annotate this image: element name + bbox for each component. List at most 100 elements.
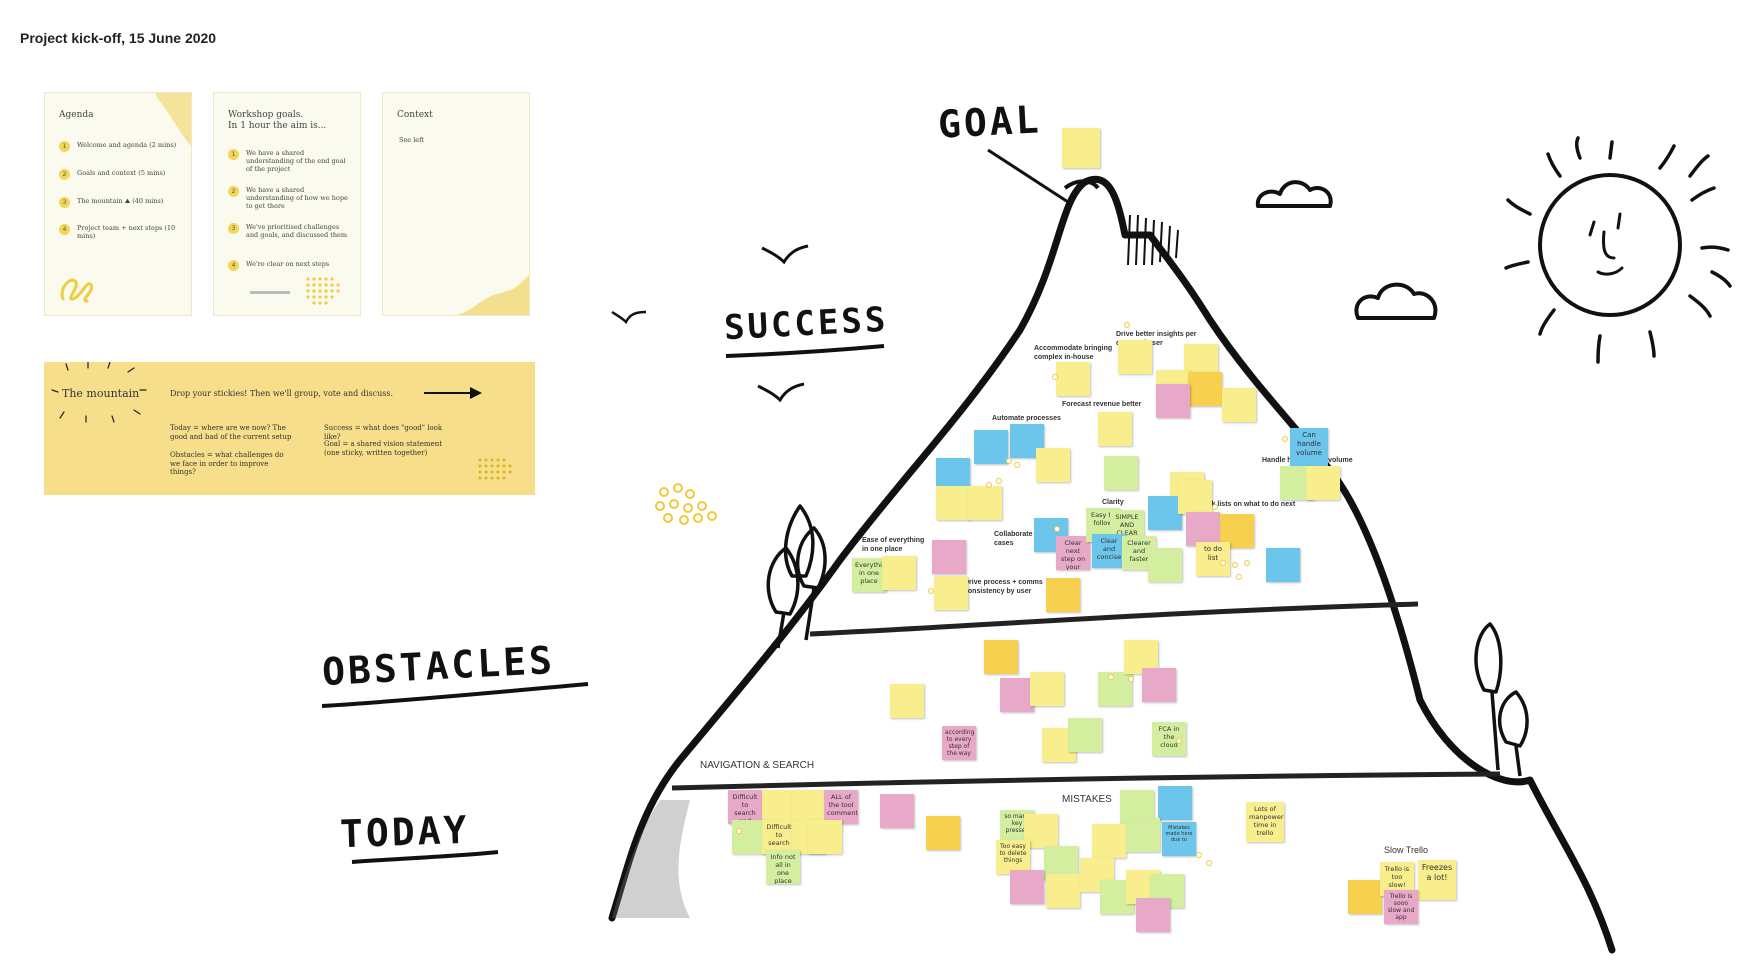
sticky-note[interactable]: Too easy to delete things — [996, 840, 1030, 874]
success-group-header: Clarity — [1102, 499, 1124, 506]
sticky-note[interactable]: Clear next step on your case — [1056, 536, 1090, 570]
sticky-note[interactable] — [1046, 578, 1080, 612]
sticky-note[interactable]: Difficult to search and filter — [728, 790, 762, 824]
sticky-note[interactable]: Freezes a lot! — [1418, 860, 1456, 900]
sticky-note[interactable] — [968, 486, 1002, 520]
vote-dot — [928, 588, 934, 594]
sticky-note[interactable] — [1188, 372, 1222, 406]
sticky-note[interactable]: to do list — [1196, 542, 1230, 576]
sticky-note[interactable]: Difficult to search — [762, 820, 796, 854]
sticky-note[interactable] — [1068, 718, 1102, 752]
cluster-label: NAVIGATION & SEARCH — [700, 760, 815, 771]
vote-dot — [1236, 574, 1242, 580]
sticky-note[interactable] — [890, 684, 924, 718]
sticky-note[interactable] — [1010, 870, 1044, 904]
sticky-note[interactable] — [1348, 880, 1382, 914]
sticky-note[interactable] — [926, 816, 960, 850]
context-card[interactable]: Context See left — [382, 92, 530, 316]
vote-dot — [996, 478, 1002, 484]
sticky-note[interactable] — [1118, 340, 1152, 374]
vote-dot — [1054, 526, 1060, 532]
sticky-note[interactable] — [1306, 466, 1340, 500]
banner-obstacles: Obstacles = what challenges do we face i… — [170, 451, 284, 476]
sticky-note[interactable] — [984, 640, 1018, 674]
sticky-note[interactable]: Can handle volume — [1290, 428, 1328, 466]
sticky-note[interactable] — [1030, 672, 1064, 706]
sticky-note[interactable]: Lots of manpower time in trello — [1246, 802, 1284, 842]
texture-decoration — [155, 93, 191, 146]
board-title: Project kick-off, 15 June 2020 — [20, 30, 217, 46]
vote-dot — [1124, 322, 1130, 328]
vote-dot — [986, 482, 992, 488]
sticky-note[interactable] — [1126, 818, 1160, 852]
sticky-note[interactable]: according to every step of the way — [942, 726, 976, 760]
vote-dot — [1244, 560, 1250, 566]
context-body: See left — [399, 136, 425, 144]
sticky-note[interactable] — [1092, 824, 1126, 858]
dots-decoration — [306, 277, 340, 305]
goal-sticky-note[interactable] — [1062, 128, 1100, 168]
sticky-note[interactable] — [932, 540, 966, 574]
sticky-note[interactable] — [762, 790, 796, 824]
success-group-header: Accommodate bringing complex in-house — [1034, 345, 1113, 361]
sticky-note[interactable] — [1046, 874, 1080, 908]
vote-dot — [1128, 676, 1134, 682]
sticky-note[interactable] — [1056, 362, 1090, 396]
vote-dot — [1232, 562, 1238, 568]
sticky-note[interactable] — [1148, 496, 1182, 530]
sticky-note[interactable] — [1266, 548, 1300, 582]
agenda-title: Agenda — [59, 110, 94, 120]
sticky-note[interactable] — [1136, 898, 1170, 932]
success-group-header: Drive process + comms consistency by use… — [964, 579, 1043, 595]
sticky-note[interactable] — [1036, 448, 1070, 482]
sticky-note[interactable] — [880, 794, 914, 828]
vote-dot — [1220, 560, 1226, 566]
sticky-note[interactable] — [1104, 456, 1138, 490]
sticky-note[interactable] — [1142, 668, 1176, 702]
banner-today: Today = where are we now? The good and b… — [170, 424, 292, 441]
vote-dot — [1206, 860, 1212, 866]
success-group-header: Clear task lists on what to do next — [1182, 501, 1296, 508]
mountain-instructions-banner[interactable]: The mountain Drop your stickies! Then we… — [44, 362, 535, 495]
sparkle-decoration — [51, 362, 147, 423]
sticky-note[interactable] — [1148, 548, 1182, 582]
sticky-note[interactable] — [1156, 384, 1190, 418]
sticky-note[interactable] — [882, 556, 916, 590]
sticky-note[interactable] — [1222, 388, 1256, 422]
sticky-note[interactable] — [1000, 678, 1034, 712]
sticky-note[interactable] — [1158, 786, 1192, 820]
success-group-header: Automate processes — [992, 415, 1061, 422]
sticky-note[interactable] — [1098, 672, 1132, 706]
banner-title: The mountain — [62, 387, 140, 400]
context-title: Context — [397, 110, 433, 120]
sticky-note[interactable] — [1178, 480, 1212, 514]
sticky-note[interactable]: ALL of the tool comments — [824, 790, 858, 824]
sticky-note[interactable] — [1098, 412, 1132, 446]
scribble-decoration — [60, 278, 94, 303]
sticky-note[interactable]: Trello is sooo slow and app — [1384, 890, 1418, 924]
workshop-goals-title: Workshop goals. In 1 hour the aim is... — [228, 110, 327, 131]
sticky-note[interactable] — [974, 430, 1008, 464]
vote-dot — [1014, 462, 1020, 468]
banner-goal: Goal = a shared vision statement (one st… — [324, 440, 443, 457]
vote-dot — [736, 828, 742, 834]
sticky-note[interactable] — [808, 820, 842, 854]
zone-goal-label: GOAL — [936, 97, 1043, 147]
sticky-note[interactable] — [1186, 512, 1220, 546]
sticky-note[interactable]: Everything in one place — [852, 558, 886, 592]
sticky-note[interactable] — [732, 820, 766, 854]
sticky-note[interactable] — [934, 576, 968, 610]
sticky-note[interactable]: Mistakes made here due to — [1162, 822, 1196, 856]
sticky-note[interactable]: Info not all in one place — [766, 850, 800, 884]
workshop-goals-card[interactable]: Workshop goals. In 1 hour the aim is... … — [213, 92, 361, 316]
sticky-note[interactable] — [792, 790, 826, 824]
sticky-note[interactable] — [936, 486, 970, 520]
sticky-note[interactable]: Clear and concise — [1092, 534, 1126, 568]
